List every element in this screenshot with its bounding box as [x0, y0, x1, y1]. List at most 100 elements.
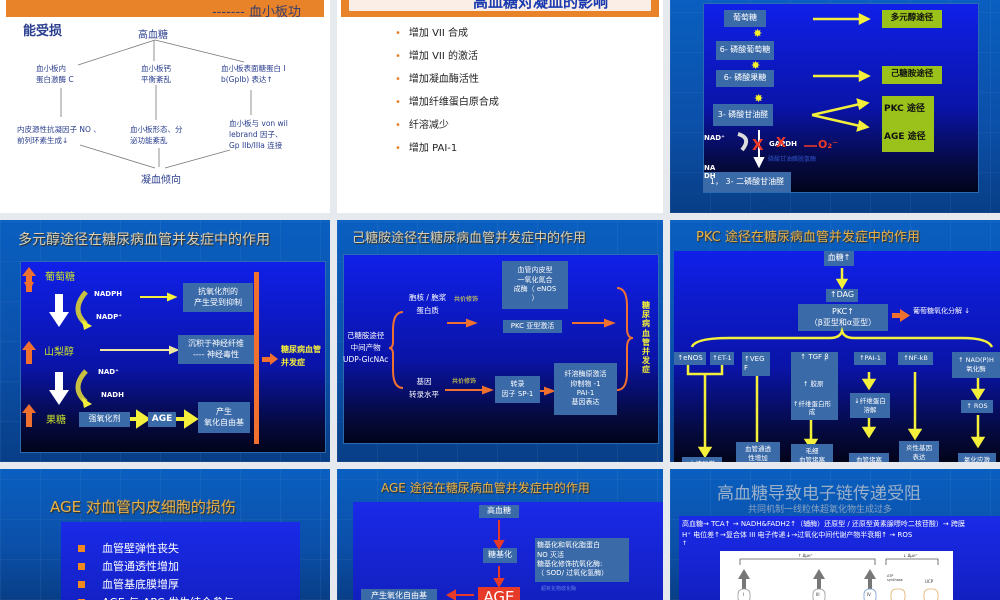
nad-label: NAD⁺: [98, 368, 119, 376]
root-node: 高血糖: [138, 30, 168, 41]
delta-down-label: ↓ Δμн⁺: [903, 553, 918, 558]
step-bpg: 1， 3- 二磷酸甘油醛: [703, 172, 791, 192]
dag-node: ↑DAG: [826, 289, 858, 302]
source-node: 己糖胺途径 中间产物 UDP-GlcNAc: [343, 331, 389, 364]
outcome-permeability: 血管通透 性增加: [736, 442, 780, 462]
nadp-label: NADP⁺: [96, 313, 122, 321]
slide-coagulation[interactable]: 高血糖对凝血的影响 •增加 VII 合成 •增加 VII 的激活 •增加凝血酶活…: [337, 0, 663, 213]
mediator-pai1: ↑PAI-1: [854, 352, 886, 365]
hexosamine-arrows: [388, 287, 634, 396]
bullet-item: •增加 VII 的激活: [395, 51, 479, 62]
slide-title: 己糖胺途径在糖尿病血管并发症中的作用: [352, 231, 587, 246]
slide-age-pathway[interactable]: AGE 途径在糖尿病血管并发症中的作用 高血糖 糖基化 AGE 产生氧化自由基 …: [337, 469, 663, 600]
node-pkc: 血小板内 蛋白激酶 C: [36, 64, 74, 84]
sorbitol-label: 山梨醇: [44, 347, 74, 358]
square-bullet-icon: [78, 544, 85, 552]
mechanism-line-3: ↑: [682, 540, 688, 547]
slide-title: 多元醇途径在糖尿病血管并发症中的作用: [18, 232, 270, 248]
complex-i-label: I: [743, 592, 745, 597]
slide-pkc[interactable]: PKC 途径在糖尿病血管并发症中的作用 血糖↑ ↑DAG PKC↑ （β亚型和α…: [670, 220, 1000, 462]
outcome-oxidative-stress: 氧化应激: [958, 453, 996, 462]
mediator-enos: ↑eNOS: [674, 352, 706, 365]
node-morphology: 血小板形态、分 泌功能紊乱: [130, 125, 183, 145]
slide-electron-chain[interactable]: 高血糖导致电子链传递受阻 共同机制一线粒体超氧化物生成过多 高血糖→ TCA↑ …: [670, 469, 1000, 600]
nad-plus-label: NAD⁺: [704, 134, 725, 142]
glycation-node: 糖基化: [483, 548, 517, 563]
mediator-nadph-oxidase: ↑ NAD(P)H 氧化酶: [952, 352, 1000, 378]
note-label: 超氧化物歧化酶: [541, 586, 577, 592]
outcome-label: 糖尿病血管并发症: [642, 301, 650, 375]
bullet-box: [61, 522, 300, 600]
pathway-age: AGE 途径: [882, 122, 934, 152]
bullet-item: AGE 与 APC 发生结合参与: [78, 593, 234, 600]
slide-platelet[interactable]: ------- 血小板功 能受损 高血糖 血小板内 蛋白激酶 C 血小板钙 平衡…: [0, 0, 330, 213]
outcome-blood-flow: 血流异常: [682, 457, 722, 462]
pathway-polyol: 多元醇途径: [882, 10, 942, 28]
nadh-label: NADH: [101, 391, 124, 399]
header-suffix: ------- 血小板功: [212, 5, 301, 20]
block-x-icon: X: [776, 136, 787, 151]
slide-glycolysis[interactable]: 葡萄糖 6- 磷酸葡萄糖 6- 磷酸果糖 3- 磷酸甘油醛 1， 3- 二磷酸甘…: [670, 0, 1000, 213]
polyol-arrows: [22, 267, 278, 444]
slide-header-bar: [6, 0, 324, 17]
membrane-diagram: [737, 558, 939, 600]
complex-iii-label: III: [816, 592, 820, 597]
flow-arrows: [60, 39, 252, 169]
membrane-figure: ↑ Δμн⁺ ↓ Δμн⁺ ATP synthase UCP I III IV: [720, 551, 953, 600]
pathway-pkc: PKC 途径: [882, 96, 934, 122]
atp-synthase-label: ATP synthase: [887, 574, 903, 582]
covalent-label-upper: 共价修饰: [454, 296, 479, 303]
box-radical: 产生 氧化自由基: [198, 402, 250, 433]
outcome-vessel-occlusion: 血管堵塞: [849, 453, 889, 462]
box-sp1: 转录 因子 SP-1: [495, 376, 540, 403]
step-g3p: 3- 磷酸甘油醛: [713, 104, 773, 126]
square-bullet-icon: [78, 580, 85, 588]
hyperglycemia-node: 高血糖: [479, 505, 519, 518]
slide-title: PKC 途径在糖尿病血管并发症中的作用: [696, 230, 920, 245]
pkc-node: PKC↑ （β亚型和α亚型）: [798, 304, 888, 331]
mediator-nfkb: ↑NF-kB: [898, 352, 933, 365]
slide-polyol[interactable]: 多元醇途径在糖尿病血管并发症中的作用 葡萄糖 山梨醇 果糖 NADPH NADP…: [0, 220, 330, 462]
bullet-list: •增加 VII 合成 •增加 VII 的激活 •增加凝血酶活性 •增加纤维蛋白原…: [395, 24, 499, 162]
radical-node: 产生氧化自由基: [361, 589, 437, 600]
box-pkc: PKC 亚型激活: [503, 320, 562, 333]
slide-title: AGE 途径在糖尿病血管并发症中的作用: [381, 481, 590, 495]
superoxide-label: O₂⁻: [818, 138, 838, 151]
node-no: 内皮源性抗凝因子 NO 、 前列环素生成↓: [17, 125, 101, 145]
node-gpib: 血小板表面糖蛋白 I b(GpIb) 表达↑: [221, 64, 286, 84]
enzyme-label: GAPDH: [769, 140, 797, 148]
age-arrows: [445, 520, 505, 600]
star-icon: ✸: [751, 59, 761, 72]
star-icon: ✸: [753, 27, 763, 40]
slide-title: 高血糖对凝血的影响: [473, 0, 609, 11]
mediator-tgf: ↑ TGF β: [791, 352, 838, 420]
bullet-list: 血管壁弹性丧失 血管通透性增加 血管基底膜增厚 AGE 与 APC 发生结合参与: [78, 539, 234, 600]
square-bullet-icon: [78, 598, 85, 600]
node-calcium: 血小板钙 平衡紊乱: [141, 64, 171, 84]
nadh-label: NADH: [704, 164, 716, 181]
box-age: AGE: [148, 412, 176, 427]
bullet-item: •增加纤维蛋白原合成: [395, 97, 499, 108]
outcome-capillary-occlusion: 毛细 血管堵塞: [791, 444, 833, 462]
bullet-item: 血管通透性增加: [78, 557, 234, 575]
intermediate-fibrinolysis: ↓纤维蛋白 溶解: [850, 393, 890, 418]
bullet-item: •增加 PAI-1: [395, 143, 458, 154]
box-enos: 血管内皮型 一氧化氮合 成酶（ eNOS ）: [502, 261, 568, 309]
age-node: AGE: [478, 587, 520, 600]
ucp-label: UCP: [925, 579, 934, 584]
header-continuation: 能受损: [23, 24, 63, 39]
upper-target: 胞核 / 胞浆 蛋白质: [409, 293, 447, 315]
outcome-label: 糖尿病血管 并发症: [281, 345, 321, 367]
pathway-arrows: [737, 12, 871, 169]
box-oxidant: 强氧化剂: [79, 412, 130, 427]
star-icon: ✸: [754, 92, 764, 105]
effects-box: 糖基化和氧化脂蛋白 NO 灭活 糖基化修饰抗氧化酶: （ SOD/ 过氧化氢酶）: [535, 538, 629, 582]
covalent-label-lower: 共价修饰: [452, 378, 477, 385]
mechanism-line-2: H⁺ 电位差↑→复合体 III 电子传递↓→过氧化中间代谢产物半衰期↑ → RO…: [682, 531, 913, 539]
slide-hexosamine[interactable]: 己糖胺途径在糖尿病血管并发症中的作用 己糖胺途径 中间产物 UDP-GlcNAc…: [337, 220, 663, 462]
slide-age-endothelium[interactable]: AGE 对血管内皮细胞的损伤 血管壁弹性丧失 血管通透性增加 血管基底膜增厚 A…: [0, 469, 330, 600]
result-node: 凝血倾向: [141, 175, 181, 186]
mediator-vegf: ↑VEGF: [742, 352, 770, 376]
outcome-inflammation: 炎性基因 表达: [899, 441, 939, 462]
